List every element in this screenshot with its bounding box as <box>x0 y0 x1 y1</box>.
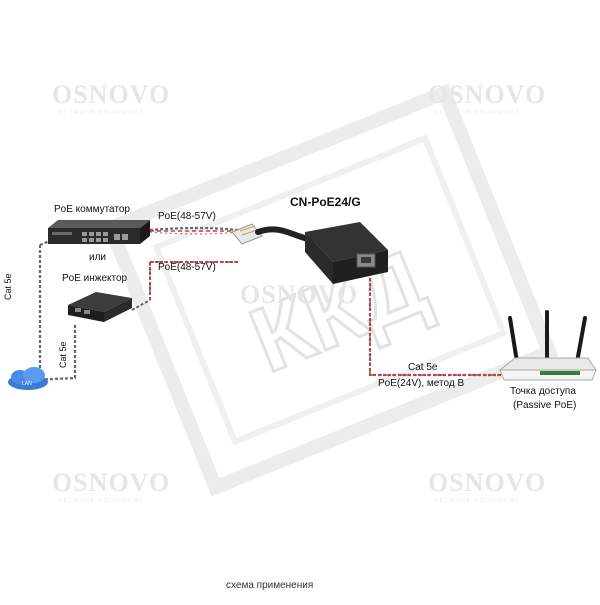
injector-label: PoE инжектор <box>62 273 128 284</box>
or-label: или <box>89 252 107 263</box>
diagram-caption: схема применения <box>226 580 314 591</box>
device-title: CN-PoE24/G <box>290 195 361 209</box>
poe-switch-icon <box>48 220 150 244</box>
cable-splitter-to-ap <box>368 278 505 377</box>
switch-label: PoE коммутатор <box>54 204 130 215</box>
watermark-brand-5: OSNOVO <box>240 280 359 309</box>
lan-label: LAN <box>22 381 32 387</box>
cable-left-vertical <box>38 238 53 370</box>
poe-out-label: PoE(24V), метод B <box>378 378 465 389</box>
ap-label-line2: (Passive PoE) <box>513 400 577 411</box>
watermark-tagline-3: NETWORK EQUIPMENT <box>58 498 144 504</box>
poe-injector-icon <box>68 292 132 322</box>
watermark-tagline-4: NETWORK EQUIPMENT <box>434 498 520 504</box>
watermark-tagline-2: NETWORK EQUIPMENT <box>434 110 520 116</box>
lan-cloud-icon <box>8 367 48 390</box>
access-point-icon <box>498 310 597 381</box>
cat5e-out-label: Cat 5e <box>408 362 438 373</box>
splitter-icon <box>231 222 388 284</box>
watermark-brand-2: OSNOVO <box>428 80 547 109</box>
watermark-brand-4: OSNOVO <box>428 468 547 497</box>
cat5e-lan-label: Cat 5e <box>58 341 68 368</box>
watermark-brand-3: OSNOVO <box>52 468 171 497</box>
poe-in-top-label: PoE(48-57V) <box>158 211 216 222</box>
watermark-brand-1: OSNOVO <box>52 80 171 109</box>
ap-label-line1: Точка доступа <box>510 386 576 397</box>
cable-switch-to-splitter <box>149 226 239 235</box>
stamp-watermark <box>101 83 559 497</box>
cable-injector-to-splitter <box>131 261 238 311</box>
cat5e-left-label: Cat 5e <box>3 273 13 300</box>
watermark-tagline-1: NETWORK EQUIPMENT <box>58 110 144 116</box>
poe-in-bottom-label: PoE(48-57V) <box>158 262 216 273</box>
